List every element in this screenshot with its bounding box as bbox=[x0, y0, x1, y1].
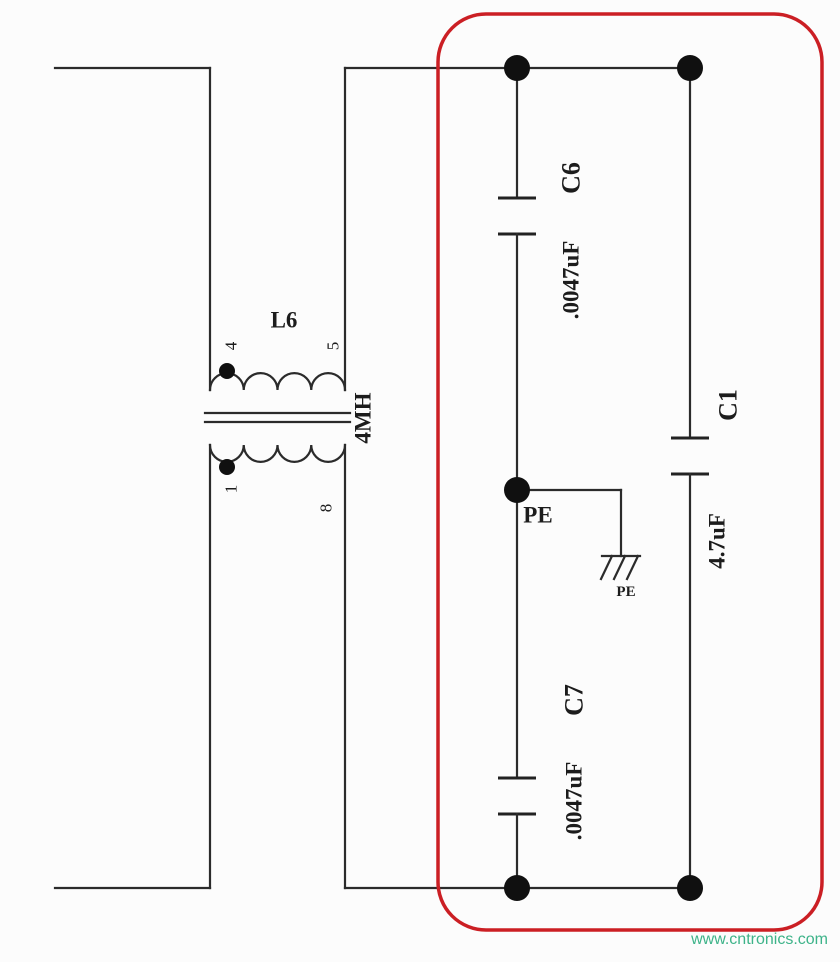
c1-ref-label: C1 bbox=[714, 389, 743, 421]
junction-dot-bottom-c6 bbox=[504, 875, 530, 901]
watermark-text: www.cntronics.com bbox=[690, 931, 828, 948]
earth-slash-1 bbox=[599, 554, 614, 581]
c7-value-label: .0047uF bbox=[562, 762, 587, 841]
choke-value-label: 4MH bbox=[351, 392, 376, 443]
choke-l6 bbox=[203, 363, 352, 475]
earth-ground-icon bbox=[599, 554, 642, 581]
c6-ref-label: C6 bbox=[557, 162, 586, 194]
choke-bottom-winding bbox=[208, 443, 347, 463]
polarity-dot-pin4 bbox=[219, 363, 235, 379]
pe-ground-label: PE bbox=[616, 584, 635, 600]
capacitor-c7 bbox=[498, 488, 536, 890]
junction-dot-bottom-c1 bbox=[677, 875, 703, 901]
choke-ref-label: L6 bbox=[271, 308, 298, 333]
pe-junction-label: PE bbox=[523, 503, 552, 528]
choke-pin-1-label: 1 bbox=[222, 485, 241, 494]
pe-earth-branch bbox=[515, 488, 642, 581]
c7-ref-label: C7 bbox=[560, 684, 589, 716]
c1-value-label: 4.7uF bbox=[705, 513, 730, 569]
polarity-dot-pin1 bbox=[219, 459, 235, 475]
capacitor-c1 bbox=[671, 66, 709, 890]
earth-slash-2 bbox=[612, 554, 627, 581]
c6-value-label: .0047uF bbox=[559, 241, 584, 320]
highlight-box bbox=[436, 12, 824, 932]
earth-slash-3 bbox=[625, 554, 640, 581]
junction-dot-pe bbox=[504, 477, 530, 503]
capacitor-c6 bbox=[498, 66, 536, 492]
junction-dot-top-c6 bbox=[504, 55, 530, 81]
junction-dot-top-c1 bbox=[677, 55, 703, 81]
choke-top-winding bbox=[208, 372, 347, 392]
choke-pin-4-label: 4 bbox=[222, 341, 241, 350]
choke-pin-5-label: 5 bbox=[324, 342, 343, 351]
choke-pin-8-label: 8 bbox=[317, 504, 336, 513]
